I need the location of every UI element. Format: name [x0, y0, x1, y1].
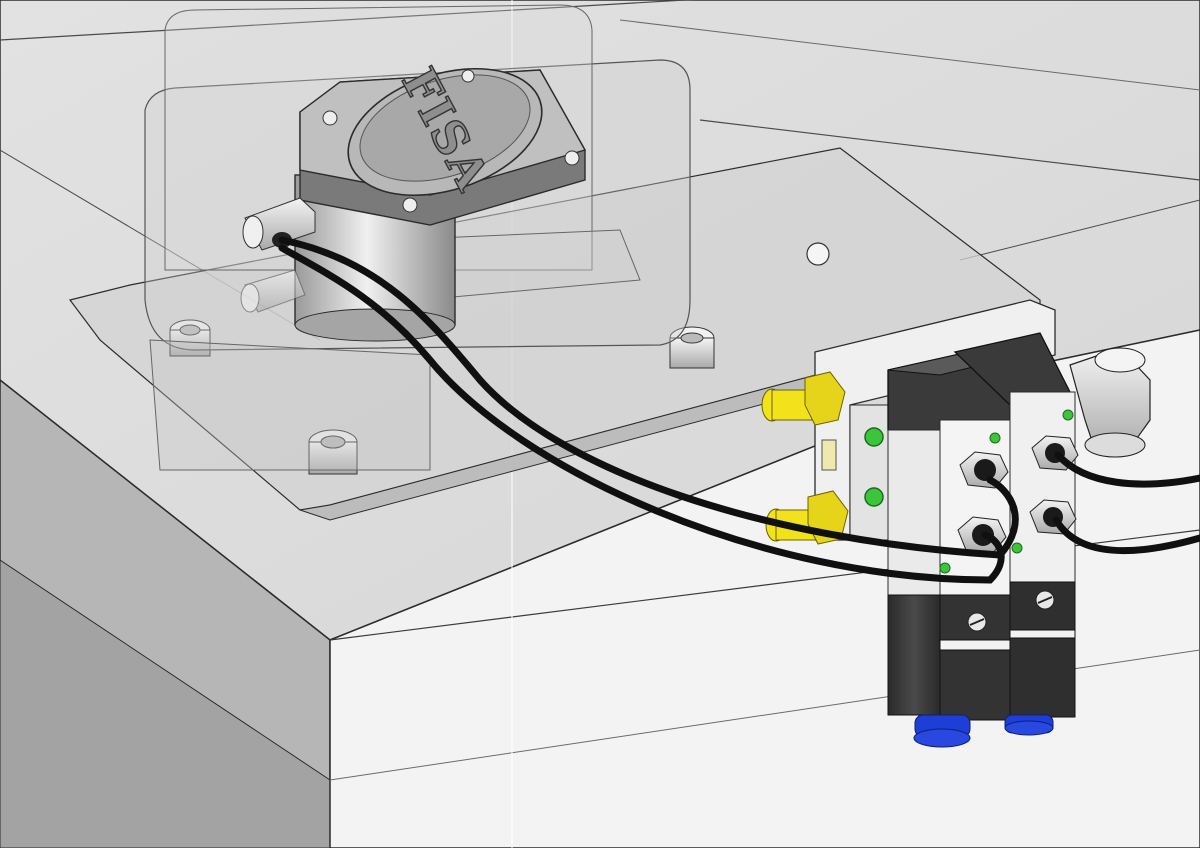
elbow-fitting [242, 197, 316, 251]
hose-icon [278, 236, 1019, 559]
bushing [169, 319, 211, 357]
push-in-fitting-icon [913, 714, 971, 748]
plate-hole [806, 242, 830, 266]
elbow-fitting [240, 269, 306, 313]
block-left-face-lower [0, 559, 331, 848]
solenoid-valve-left [887, 344, 1011, 748]
hoses [278, 236, 1200, 584]
yellow-fitting-top [761, 371, 846, 426]
hose [1054, 451, 1200, 488]
manifold-screw [864, 487, 884, 507]
top-step-line [959, 199, 1200, 261]
solenoid-valve-right [953, 332, 1079, 736]
hose [278, 244, 1005, 584]
top-step-line [699, 119, 1200, 181]
air-cylinder-icon: FISA [294, 58, 587, 342]
manifold-screw [864, 427, 884, 447]
hose [1052, 516, 1200, 555]
top-step-line [619, 19, 1200, 91]
push-in-fitting [959, 451, 1009, 489]
elbow-fitting-right [1069, 347, 1151, 458]
air-cylinder: FISA [240, 58, 587, 342]
top-step-line [0, 0, 697, 41]
valve-manifold [761, 299, 1151, 748]
bushing [308, 429, 358, 475]
